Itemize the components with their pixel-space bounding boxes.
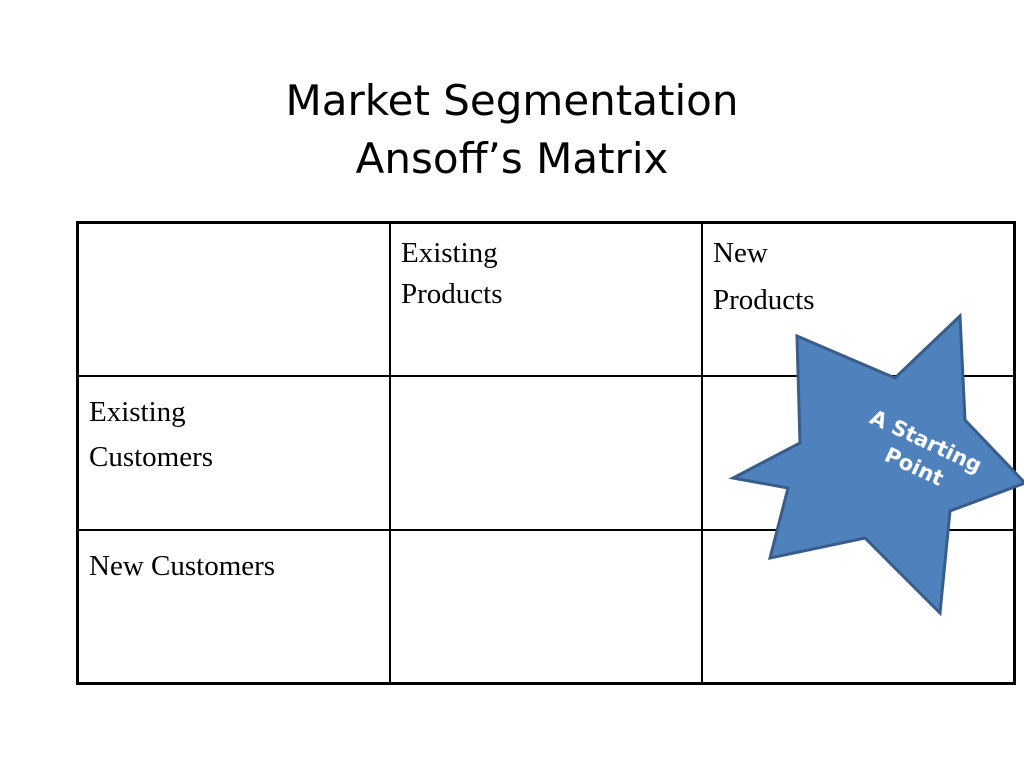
row-label-existing-customers-line-1: Existing [89,395,186,428]
matrix-row-new-customers: New Customers [76,528,1016,685]
slide-title-line-1: Market Segmentation [285,76,739,125]
row-label-existing-customers-line-2: Customers [89,440,214,473]
matrix-cell-existing-customers-existing-products [389,374,703,531]
slide-title: Market Segmentation Ansoff’s Matrix [0,72,1024,188]
matrix-cell-new-customers-new-products [701,528,1016,685]
six-point-star-icon [728,312,1024,617]
matrix-cell-new-customers-existing-products [389,528,703,685]
starting-point-star-callout [700,308,1024,618]
row-label-new-customers: New Customers [76,528,391,685]
row-label-new-customers-line-1: New Customers [89,549,276,582]
row-label-existing-customers: Existing Customers [76,374,391,531]
header-existing-products-line-1: Existing [401,237,498,269]
matrix-corner-cell [76,221,391,377]
header-existing-products-line-2: Products [401,278,503,310]
slide-title-line-2: Ansoff’s Matrix [355,134,669,183]
header-new-products-line-1: New [713,237,768,269]
header-new-products-line-2: Products [713,284,815,316]
star-shape [728,312,1024,617]
header-existing-products: Existing Products [389,221,703,377]
